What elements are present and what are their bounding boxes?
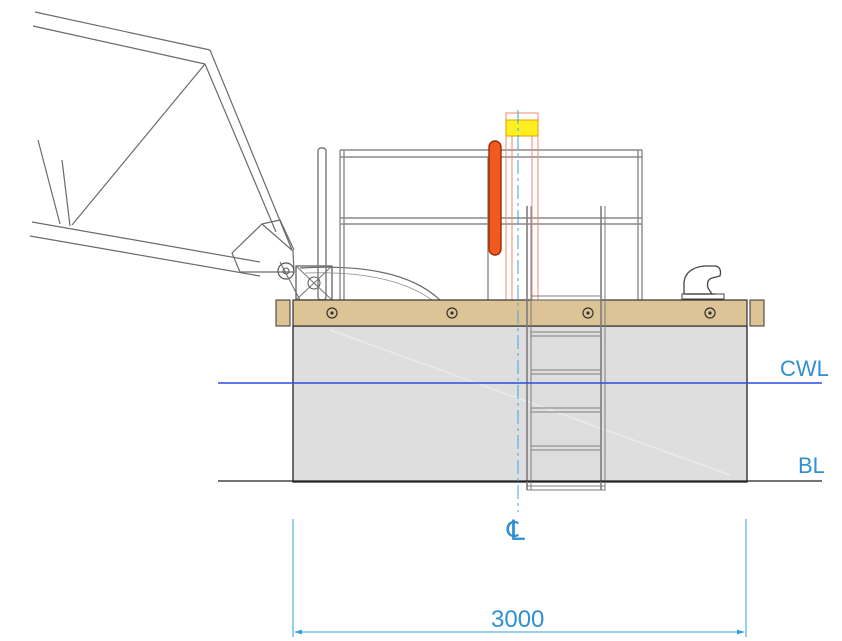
deck-bolt-2 bbox=[446, 307, 458, 319]
baseline-label: BL bbox=[798, 453, 825, 478]
spud-guide-tube bbox=[505, 112, 539, 301]
pontoon-hull bbox=[292, 325, 748, 483]
winch-icon bbox=[277, 261, 441, 301]
width-dimension-label: 3000 bbox=[491, 606, 544, 633]
crane-boom-arm bbox=[29, 11, 295, 277]
deck-bolt-4 bbox=[704, 307, 716, 319]
deck-bolt-3 bbox=[582, 307, 594, 319]
centerline-symbol: ℄ bbox=[506, 515, 525, 546]
mooring-cleat-icon bbox=[681, 265, 725, 300]
left-stanchion bbox=[317, 147, 327, 301]
boarding-ladder bbox=[526, 206, 606, 491]
spud-pole bbox=[488, 140, 502, 256]
waterline-label: CWL bbox=[780, 356, 829, 381]
width-dimension: 3000 bbox=[292, 519, 747, 637]
deck-bolts bbox=[326, 307, 716, 319]
deck-planking bbox=[275, 299, 765, 327]
deck-bolt-1 bbox=[326, 307, 338, 319]
